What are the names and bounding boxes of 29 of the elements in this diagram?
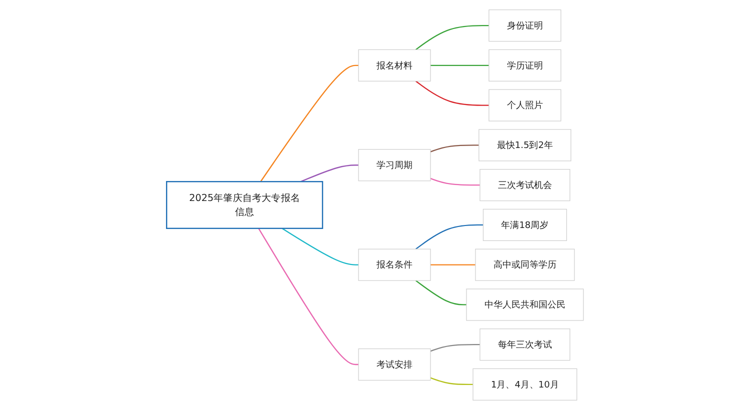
connector [430,144,479,152]
connector [430,344,480,352]
connector [258,228,358,366]
connector [300,164,358,182]
node-box: 最快1.5到2年 [478,129,572,162]
connector [415,280,466,306]
node-box: 2025年肇庆自考大专报名信息 [166,181,324,229]
node-box: 三次考试机会 [480,169,570,202]
connector [282,228,358,266]
node-box: 身份证明 [488,10,562,42]
node-box: 学历证明 [488,49,562,82]
node-box: 中华人民共和国公民 [466,288,584,321]
connector [430,377,473,386]
node-box: 高中或同等学历 [475,248,575,281]
connector [415,224,484,250]
node-box: 报名材料 [358,49,431,82]
connector [430,178,480,186]
connector [430,64,489,66]
connector [415,24,489,50]
node-box: 个人照片 [488,89,562,122]
connector [415,80,489,106]
connector [430,264,476,266]
connector [260,64,358,182]
node-box: 学习周期 [358,149,431,182]
node-box: 报名条件 [358,248,431,281]
node-box: 每年三次考试 [480,328,570,361]
node-box: 考试安排 [358,348,431,381]
node-box: 年满18周岁 [482,208,567,241]
node-box: 1月、4月、10月 [472,368,578,400]
